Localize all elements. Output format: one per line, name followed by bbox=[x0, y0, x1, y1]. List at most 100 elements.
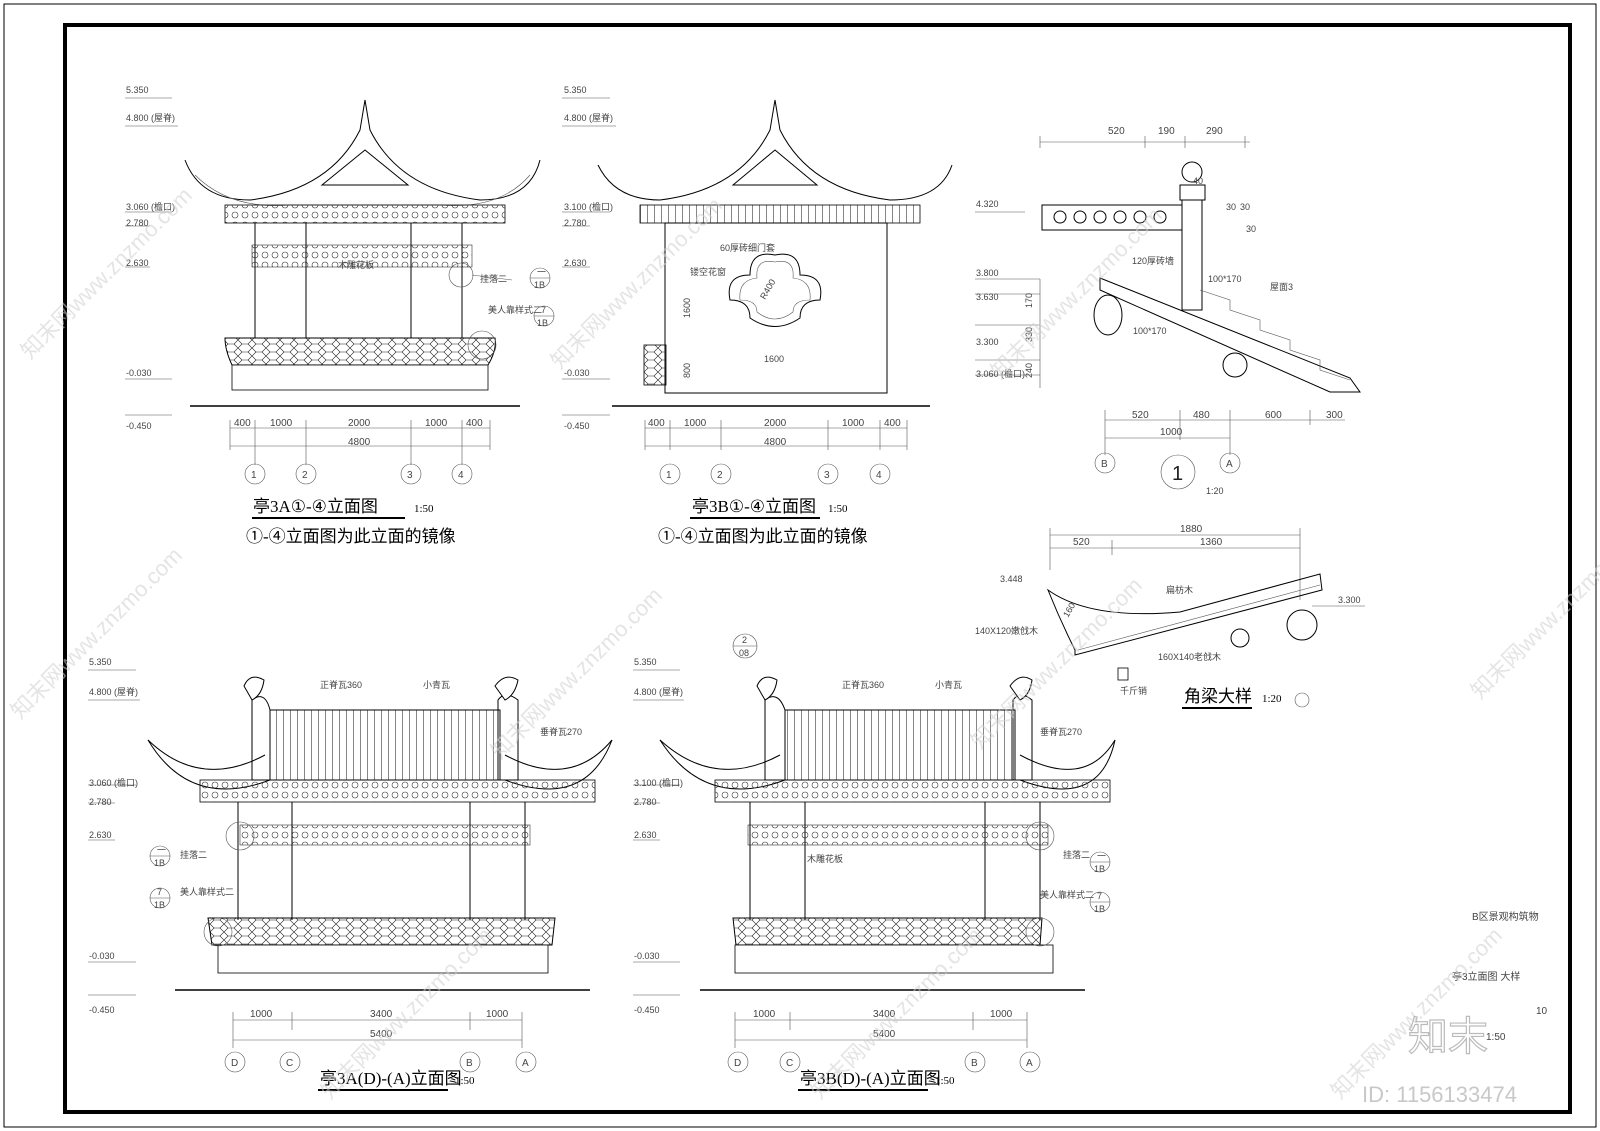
d1-level-4320: 4.320 bbox=[976, 199, 999, 209]
e4-level-5350: 5.350 bbox=[634, 657, 657, 667]
dim-b-3: 2000 bbox=[764, 418, 787, 429]
dim-b-total: 4800 bbox=[764, 437, 787, 448]
tb-sheet: 10 bbox=[1536, 1006, 1548, 1017]
e4-level-4800: 4.800 (屋脊) bbox=[634, 686, 683, 697]
axis-3: 3 bbox=[407, 470, 413, 481]
e4-axis-d: D bbox=[734, 1058, 741, 1069]
d1-level-3060: 3.060 (檐口) bbox=[976, 368, 1025, 379]
e4-callout-fret: 挂落二 bbox=[1063, 849, 1090, 860]
eave-curve-left bbox=[147, 739, 266, 770]
d2-1880: 1880 bbox=[1180, 524, 1203, 535]
d2-1360: 1360 bbox=[1200, 537, 1223, 548]
level-4800-b: 4.800 (屋脊) bbox=[564, 112, 613, 123]
e3-dim-3: 1000 bbox=[486, 1009, 509, 1020]
e4-dim-2: 3400 bbox=[873, 1009, 896, 1020]
label-lattice-window: 镂空花窗 bbox=[690, 266, 726, 277]
level-5350-b: 5.350 bbox=[564, 85, 587, 95]
d2-label-old-rafter: 160X140老戗木 bbox=[1158, 651, 1221, 662]
d1-axis-a: A bbox=[1226, 459, 1233, 470]
level-m0450-b: -0.450 bbox=[564, 421, 590, 431]
d2-scale: 1:20 bbox=[1262, 693, 1282, 705]
e3-callout-num-1: 一 bbox=[157, 845, 166, 855]
e3-level-2630: 2.630 bbox=[89, 830, 112, 840]
roof-slope bbox=[1099, 277, 1361, 393]
e4-callout-num-2: 7 bbox=[1097, 891, 1102, 901]
d1-bot-520: 520 bbox=[1132, 410, 1149, 421]
hanging-fret bbox=[251, 244, 473, 268]
corner-beam-body bbox=[1046, 573, 1323, 656]
tb-scale: 1:50 bbox=[1486, 1032, 1506, 1043]
e3-label-ridge: 正脊瓦360 bbox=[320, 679, 362, 690]
e3-level-2780: 2.780 bbox=[89, 797, 112, 807]
level-4800: 4.800 (屋脊) bbox=[126, 112, 175, 123]
eave-curve-right bbox=[504, 739, 613, 770]
d1-bot-1000: 1000 bbox=[1160, 427, 1183, 438]
dim-2: 1000 bbox=[270, 418, 293, 429]
d1-30a: 30 bbox=[1226, 202, 1236, 212]
e3-level-m0450: -0.450 bbox=[89, 1005, 115, 1015]
ridge-beam bbox=[1041, 204, 1193, 231]
bench-rail-e3 bbox=[207, 917, 556, 946]
axis-b-2: 2 bbox=[717, 470, 723, 481]
d1-30c: 30 bbox=[1246, 224, 1256, 234]
tb-drawing: 亭3立面图 大样 bbox=[1452, 970, 1520, 983]
e4-callout-num-1: 一 bbox=[1097, 851, 1106, 861]
d1-vdim-170: 170 bbox=[1024, 293, 1034, 308]
callout-ref-1: 1B bbox=[534, 280, 545, 290]
e4-axis-b: B bbox=[971, 1058, 978, 1069]
d1-bot-300: 300 bbox=[1326, 410, 1343, 421]
title-block: B区景观构筑物 亭3立面图 大样 1:50 10 bbox=[1452, 910, 1548, 1043]
d1-40: 40 bbox=[1193, 176, 1203, 186]
dim-b-1: 400 bbox=[648, 418, 665, 429]
d2-level-3300: 3.300 bbox=[1338, 595, 1361, 605]
d1-axis-b: B bbox=[1101, 459, 1108, 470]
e4-dim-1: 1000 bbox=[753, 1009, 776, 1020]
e4-scale: 1:50 bbox=[935, 1075, 955, 1087]
e3-dim-1: 1000 bbox=[250, 1009, 273, 1020]
platform bbox=[231, 364, 489, 391]
axis-b-4: 4 bbox=[876, 470, 882, 481]
level-2780: 2.780 bbox=[126, 218, 149, 228]
d1-bot-600: 600 bbox=[1265, 410, 1282, 421]
e3-dim-total: 5400 bbox=[370, 1029, 393, 1040]
d1-vdim-330: 330 bbox=[1024, 327, 1034, 342]
e3-axis-a: A bbox=[522, 1058, 529, 1069]
d1-bot-480: 480 bbox=[1193, 410, 1210, 421]
d1-level-3800: 3.800 bbox=[976, 268, 999, 278]
quatrefoil-window bbox=[728, 253, 822, 327]
scale-3b-front: 1:50 bbox=[828, 503, 848, 515]
dim-1: 400 bbox=[234, 418, 251, 429]
title-3b-front: 亭3B①-④立面图 bbox=[692, 497, 816, 516]
e3-callout-ref-1: 1B bbox=[154, 858, 165, 868]
e3-callout-ref-2: 1B bbox=[154, 900, 165, 910]
solid-wall bbox=[664, 222, 888, 394]
callout-ref-2: 1B bbox=[537, 318, 548, 328]
scale-3a-front: 1:50 bbox=[414, 503, 434, 515]
d2-title: 角梁大样 bbox=[1184, 687, 1252, 706]
e4-level-m0030: -0.030 bbox=[634, 951, 660, 961]
e4-callout-ref-2: 1B bbox=[1094, 904, 1105, 914]
callout-bench-label: 美人靠样式二 bbox=[488, 304, 542, 315]
e3-callout-num-2: 7 bbox=[157, 887, 162, 897]
e4-level-2780: 2.780 bbox=[634, 797, 657, 807]
dim-5: 400 bbox=[466, 418, 483, 429]
e3-axis-d: D bbox=[231, 1058, 238, 1069]
gable bbox=[320, 149, 410, 186]
callout-num-1: 一 bbox=[537, 267, 546, 277]
label-carved-panel: 木雕花板 bbox=[338, 259, 374, 270]
elevation-3b-front: 5.350 4.800 (屋脊) 3.100 (檐口) 2.780 2.630 … bbox=[562, 85, 953, 546]
e3-level-m0030: -0.030 bbox=[89, 951, 115, 961]
e3-callout-fret: 挂落二 bbox=[180, 849, 207, 860]
e3-title: 亭3A(D)-(A)立面图 bbox=[320, 1069, 462, 1088]
outer-border bbox=[3, 3, 1597, 1128]
e4-label-tile: 小青瓦 bbox=[935, 679, 962, 690]
d1-label-wall: 120厚砖墙 bbox=[1132, 255, 1174, 266]
note-mirror-1: ①-④立面图为此立面的镜像 bbox=[246, 527, 456, 546]
label-1600-h: 1600 bbox=[764, 354, 784, 364]
detail-1-section: 520 190 290 4.320 3.800 3.630 3.300 3.06… bbox=[975, 126, 1361, 496]
d2-label-purlin: 扁枋木 bbox=[1166, 584, 1193, 595]
e3-axis-c: C bbox=[286, 1058, 293, 1069]
d2-level-3448: 3.448 bbox=[1000, 574, 1023, 584]
e4-title: 亭3B(D)-(A)立面图 bbox=[800, 1069, 941, 1088]
roof-outline-b bbox=[597, 99, 953, 201]
